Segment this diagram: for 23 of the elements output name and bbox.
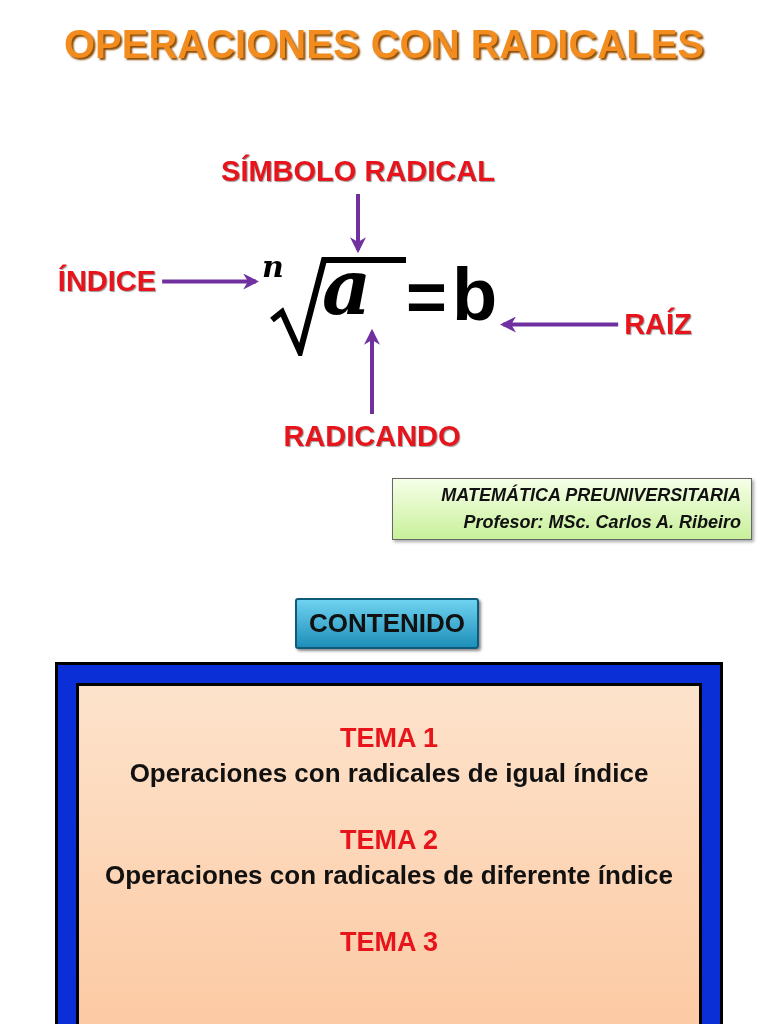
title: OPERACIONES CON RADICALES xyxy=(63,22,705,67)
part-label: RAÍZ xyxy=(624,308,692,341)
arrow xyxy=(364,328,380,414)
part-label: RADICANDO xyxy=(283,420,461,453)
equals-sign: = xyxy=(406,262,447,332)
topic-heading: TEMA 2 xyxy=(340,825,438,856)
part-label: ÍNDICE xyxy=(57,265,157,298)
topic-heading: TEMA 1 xyxy=(340,723,438,754)
part-label: SÍMBOLO RADICAL xyxy=(221,155,495,188)
contents-button: CONTENIDO xyxy=(295,598,479,649)
topic-title: Operaciones con radicales de igual índice xyxy=(128,757,650,790)
radicand-variable: a xyxy=(322,250,372,326)
arrow xyxy=(162,273,260,290)
arrow xyxy=(500,316,619,333)
index-variable: n xyxy=(262,252,284,282)
contents-frame xyxy=(58,665,720,1024)
topic-title: Operaciones con radicales de diferente índice xyxy=(104,859,674,892)
teacher-name: Profesor: MSc. Carlos A. Ribeiro xyxy=(463,512,741,533)
author-card xyxy=(392,478,752,540)
arrow xyxy=(350,194,366,254)
course-name: MATEMÁTICA PREUNIVERSITARIA xyxy=(441,485,741,506)
topic-heading: TEMA 3 xyxy=(340,927,438,958)
root-variable: b xyxy=(452,258,498,332)
